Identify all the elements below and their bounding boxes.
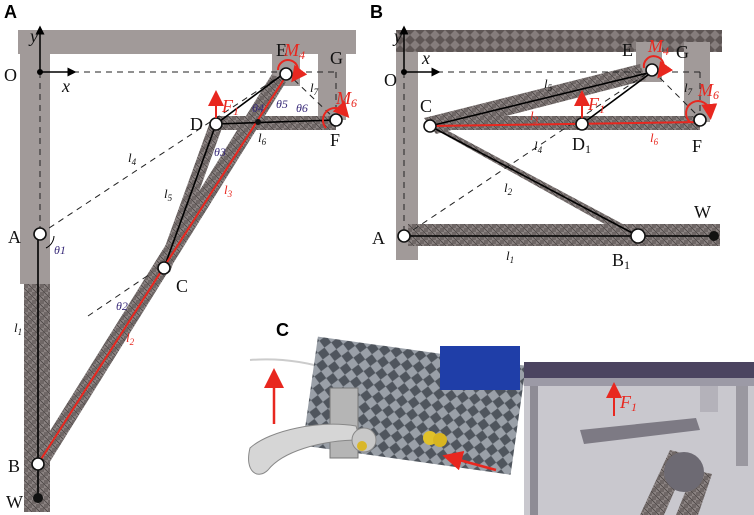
joint-d1-b <box>575 117 589 131</box>
photo-brake-lever <box>240 336 526 515</box>
moment-m6-arrow-b <box>685 100 718 123</box>
joint-c-b <box>423 119 437 133</box>
axis-y-label-b: y <box>392 26 402 46</box>
joint-b <box>31 457 45 471</box>
joint-f <box>329 113 343 127</box>
point-g-label: G <box>330 48 343 68</box>
line-de <box>215 71 287 125</box>
point-w-label-b: W <box>694 202 711 222</box>
link-l1-bar <box>24 284 50 512</box>
point-b-label: B <box>8 456 20 476</box>
cable-arrow <box>442 450 497 472</box>
dashed-l4-line-b <box>403 69 653 237</box>
length-l7-label-b: l7 <box>684 80 693 97</box>
joint-e-b <box>645 63 659 77</box>
length-l6-label-b: l6 <box>650 130 659 147</box>
point-g-label-b: G <box>676 42 689 62</box>
point-f-label: F <box>330 130 340 150</box>
point-b1-label-b: B1 <box>612 250 630 272</box>
joint-a <box>33 227 47 241</box>
moment-m6-label: M6 <box>335 88 357 110</box>
panel-a-label: A <box>4 2 17 22</box>
point-e-label: E <box>276 40 287 60</box>
panel-a: A y x O <box>4 2 357 512</box>
line-d1e-b <box>581 71 653 125</box>
length-l5-label: l5 <box>164 186 173 203</box>
length-l2-label-b: l2 <box>504 180 513 197</box>
joint-l6-mid <box>255 119 261 125</box>
panel-c: C F1 <box>240 320 754 515</box>
angle-theta5-label: θ5 <box>276 97 288 111</box>
origin-dot-b <box>401 69 407 75</box>
frame-left-column <box>20 54 50 284</box>
length-l3-label: l3 <box>224 182 233 199</box>
moment-m6-label-b: M6 <box>697 80 719 102</box>
force-f1-label-b: F1 <box>587 94 605 116</box>
point-a-label-b: A <box>372 228 385 248</box>
joint-w <box>33 493 43 503</box>
origin-label-b: O <box>384 70 397 90</box>
link-l1-bar-b <box>408 224 720 246</box>
line-l2-b <box>429 125 639 237</box>
frame-left-column-b <box>396 52 418 260</box>
line-l6 <box>215 119 337 125</box>
length-l5-label-b: l5 <box>544 76 553 93</box>
line-l5 <box>163 123 217 269</box>
length-l1-label: l1 <box>14 320 22 337</box>
angle-theta1-arc <box>45 235 55 249</box>
axis-x-label: x <box>61 76 70 96</box>
joint-f-b <box>693 113 707 127</box>
link-l2-bar-b <box>424 118 644 246</box>
angle-theta2-label: θ2 <box>116 299 128 313</box>
length-l1-label-b: l1 <box>506 248 514 265</box>
dashed-theta2-line <box>87 273 151 317</box>
point-c-label: C <box>176 276 188 296</box>
joint-c <box>157 261 171 275</box>
joint-e <box>279 67 293 81</box>
moment-m4-arrow-b <box>642 55 674 79</box>
point-c-label-b: C <box>420 96 432 116</box>
point-d1-label-b: D1 <box>572 134 591 156</box>
link-l6-bar <box>216 116 336 130</box>
moment-m6-arrow <box>321 100 350 129</box>
length-l3-label-b: l3 <box>530 108 539 125</box>
joint-a-b <box>397 229 411 243</box>
moment-m4-arrow <box>277 59 308 83</box>
moment-m4-label: M4 <box>283 40 305 62</box>
panel-b: B y x O E G C D1 <box>370 2 722 272</box>
angle-theta1-label: θ1 <box>54 243 66 257</box>
point-e-label-b: E <box>622 40 633 60</box>
origin-label: O <box>4 65 17 85</box>
dashed-l4-line <box>39 71 287 235</box>
origin-dot <box>37 69 43 75</box>
axis-y-label: y <box>28 26 38 46</box>
length-l4-label: l4 <box>128 150 137 167</box>
joint-d <box>209 117 223 131</box>
angle-theta4-label: θ4 <box>252 101 264 115</box>
angle-theta6-label: θ6 <box>296 101 308 115</box>
length-l7-label: l7 <box>310 80 319 97</box>
point-f-label-b: F <box>692 136 702 156</box>
frame-top-bar-b <box>396 30 722 52</box>
force-f1-label: F1 <box>221 96 239 118</box>
length-l2-label: l2 <box>126 330 135 347</box>
joint-b1-b <box>630 228 646 244</box>
length-l4-label-b: l4 <box>534 138 543 155</box>
line-l3-red-b <box>429 121 701 127</box>
point-w-label: W <box>6 492 23 512</box>
frame-top-bar <box>18 30 356 54</box>
joint-w-b <box>709 231 719 241</box>
panel-b-label: B <box>370 2 383 22</box>
force-f1-label-c: F1 <box>619 392 637 414</box>
point-d-label: D <box>190 114 203 134</box>
length-l6-label: l6 <box>258 130 267 147</box>
axis-x-label-b: x <box>421 48 430 68</box>
angle-theta3-label: θ3 <box>214 145 226 159</box>
moment-m4-label-b: M4 <box>647 36 669 58</box>
point-a-label: A <box>8 227 21 247</box>
line-l5-b <box>429 71 653 127</box>
photo-mechanism: F1 <box>524 362 754 515</box>
panel-c-label: C <box>276 320 289 340</box>
